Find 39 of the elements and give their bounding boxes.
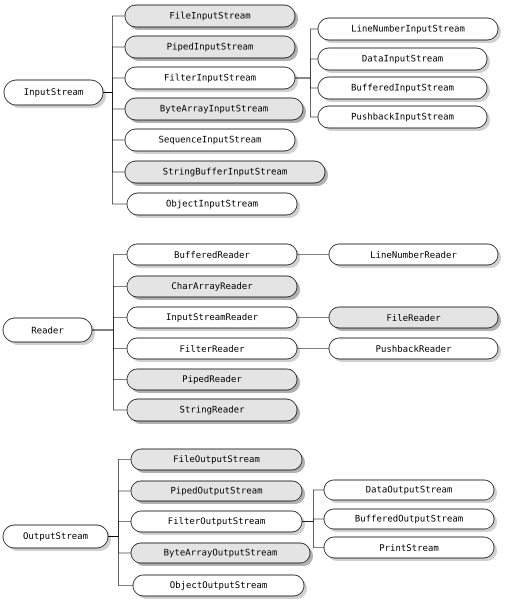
class-box: PipedInputStream [124,36,298,61]
class-box: ByteArrayInputStream [124,98,306,123]
class-box: ByteArrayOutputStream [130,542,313,566]
connector-line [297,254,329,255]
class-box: BufferedInputStream [318,76,490,102]
class-box: StringReader [126,398,300,424]
class-box: FileInputStream [124,4,298,30]
connector-line [103,92,127,204]
connector-line [295,78,318,118]
class-box: StringBufferInputStream [124,160,328,186]
class-box: FileOutputStream [130,448,305,473]
class-box: SequenceInputStream [124,128,298,154]
class-box: PipedReader [126,368,300,393]
connector-line [92,330,127,410]
class-box: CharArrayReader [126,276,300,300]
class-box: BufferedOutputStream [324,508,497,532]
class-box: OutputStream [2,524,111,551]
class-box: LineNumberReader [328,244,501,268]
class-box: FilterOutputStream [130,510,305,535]
class-box: LineNumberInputStream [318,18,501,43]
class-box: BufferedReader [126,244,300,268]
class-box: InputStream [4,80,106,108]
connector-line [297,317,329,318]
class-box: Reader [2,318,95,345]
class-box: PrintStream [324,536,497,561]
class-box: FileReader [328,306,501,331]
connector-line [302,521,324,548]
class-box: PushbackReader [328,338,501,362]
class-box: PushbackInputStream [318,106,490,131]
class-box: FilterReader [126,338,300,362]
class-box: FilterInputStream [124,66,298,92]
class-box: PipedOutputStream [130,480,305,504]
class-box: DataOutputStream [324,480,497,503]
class-box: DataInputStream [318,48,490,73]
connector-line [108,536,133,586]
class-box: ObjectInputStream [126,192,300,218]
class-box: ObjectOutputStream [132,574,307,599]
connector-line [297,348,329,349]
class-box: InputStreamReader [126,306,300,331]
